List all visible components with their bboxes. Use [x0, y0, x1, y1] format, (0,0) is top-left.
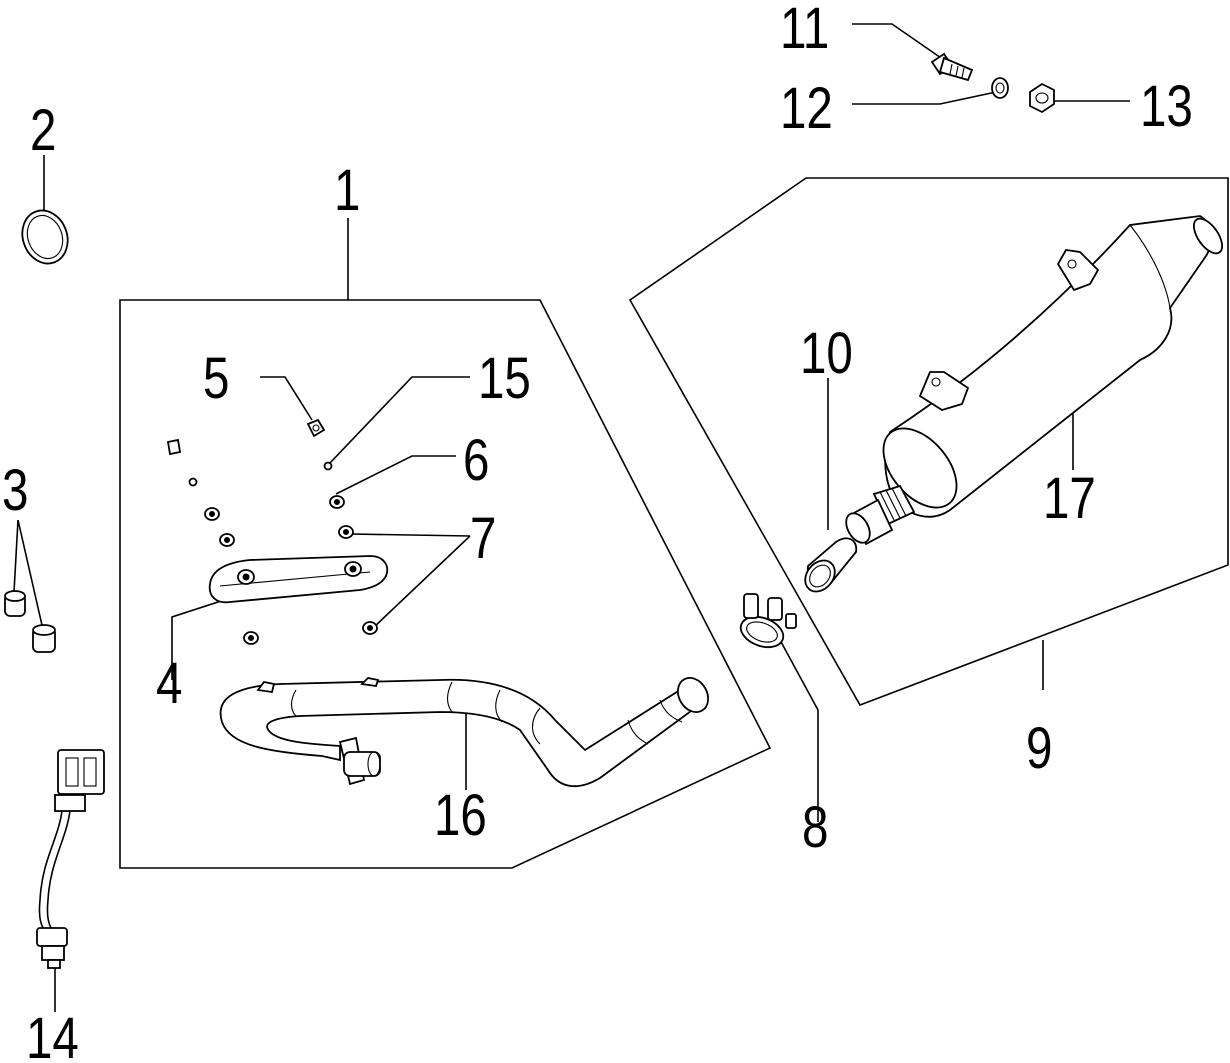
flat-washer [991, 77, 1009, 99]
callout-2: 2 [30, 99, 56, 164]
callout-15: 15 [478, 347, 531, 412]
callout-13: 13 [1140, 75, 1193, 140]
callout-3: 3 [2, 459, 28, 524]
bolt-small [166, 438, 182, 456]
muffler [845, 215, 1223, 546]
callout-11: 11 [780, 0, 829, 61]
muffler-group-box [628, 177, 1229, 706]
gasket-ring [21, 209, 69, 265]
callout-1: 1 [334, 159, 360, 224]
heat-shield [208, 555, 389, 604]
callout-12: 12 [780, 77, 833, 142]
header-pipe [219, 677, 709, 788]
hex-nut [1029, 82, 1055, 114]
bolt-5 [306, 418, 326, 438]
callout-6: 6 [463, 429, 489, 494]
connecting-sleeve [804, 537, 858, 593]
callout-14: 14 [26, 1007, 79, 1063]
callout-8: 8 [802, 796, 828, 861]
callout-labels: 1 2 3 4 5 6 7 8 9 10 11 12 13 14 15 16 1… [2, 0, 1193, 1063]
header-fasteners [166, 418, 378, 645]
callout-9: 9 [1026, 717, 1052, 782]
leader-lines [13, 23, 1130, 1012]
callout-5: 5 [203, 347, 229, 412]
callout-7: 7 [470, 507, 496, 572]
header-group-box [119, 299, 772, 869]
oxygen-sensor [36, 749, 105, 969]
pipe-clamp [739, 593, 797, 649]
callout-17: 17 [1043, 467, 1096, 532]
callout-4: 4 [156, 652, 182, 717]
hex-bolt [930, 52, 974, 82]
callout-10: 10 [800, 322, 853, 387]
callout-16: 16 [434, 784, 487, 849]
spacer-bushings [4, 590, 56, 653]
